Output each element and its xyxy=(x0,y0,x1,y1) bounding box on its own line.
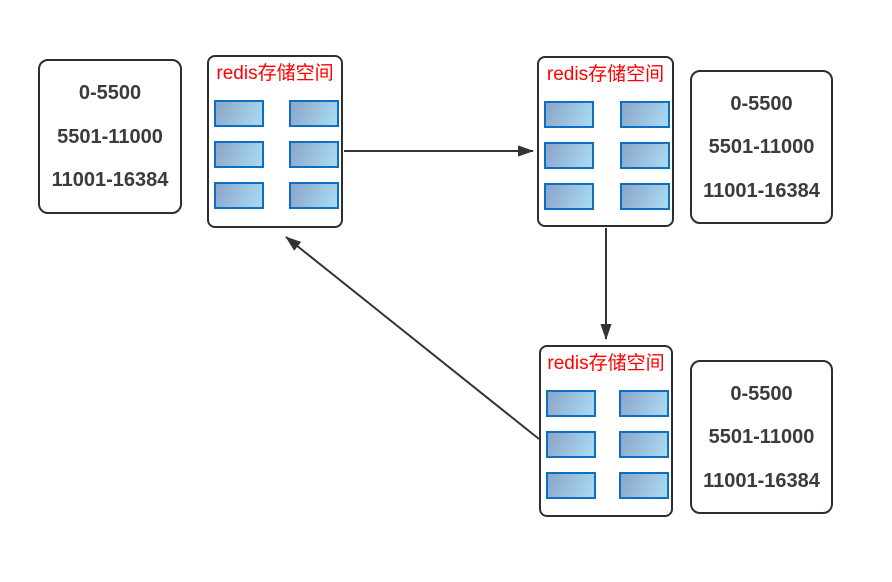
slot-rect xyxy=(546,390,596,417)
slot-range-box-1: 0-5500 5501-11000 11001-16384 xyxy=(38,59,182,214)
slot-range-line: 5501-11000 xyxy=(708,136,815,158)
slot-rect xyxy=(214,182,264,209)
slot-row xyxy=(539,101,672,128)
slot-rect xyxy=(289,182,339,209)
slot-rect xyxy=(619,431,669,458)
slot-row xyxy=(209,100,341,127)
slot-grid xyxy=(539,101,672,210)
redis-node-title: redis存储空间 xyxy=(216,63,334,84)
slot-row xyxy=(541,472,671,499)
slot-range-line: 11001-16384 xyxy=(703,179,820,202)
slot-grid xyxy=(541,390,671,499)
slot-row xyxy=(539,142,672,169)
slot-rect xyxy=(544,183,594,210)
slot-row xyxy=(541,390,671,417)
slot-range-line: 0-5500 xyxy=(78,81,142,104)
slot-range-line: 11001-16384 xyxy=(51,169,169,192)
slot-range-box-3: 0-5500 5501-11000 11001-16384 xyxy=(690,360,833,514)
slot-row xyxy=(209,182,341,209)
slot-rect xyxy=(620,101,670,128)
slot-rect xyxy=(544,101,594,128)
redis-node-title: redis存储空间 xyxy=(547,353,665,374)
slot-range-box-2: 0-5500 5501-11000 11001-16384 xyxy=(690,70,833,224)
slot-rect xyxy=(546,472,596,499)
slot-rect xyxy=(289,100,339,127)
slot-row xyxy=(541,431,671,458)
slot-rect xyxy=(214,141,264,168)
slot-range-line: 5501-11000 xyxy=(708,426,815,448)
slot-range-line: 5501-11000 xyxy=(57,125,163,148)
slot-rect xyxy=(289,141,339,168)
slot-range-line: 0-5500 xyxy=(730,92,793,115)
slot-range-line: 0-5500 xyxy=(730,382,793,405)
slot-rect xyxy=(620,183,670,210)
edge-node3-to-node1 xyxy=(285,236,540,440)
slot-row xyxy=(539,183,672,210)
slot-row xyxy=(209,141,341,168)
slot-range-line: 11001-16384 xyxy=(703,469,820,492)
redis-node-1: redis存储空间 xyxy=(207,55,343,228)
redis-node-title: redis存储空间 xyxy=(546,64,665,85)
slot-rect xyxy=(620,142,670,169)
redis-node-2: redis存储空间 xyxy=(537,56,674,227)
slot-rect xyxy=(214,100,264,127)
slot-rect xyxy=(619,472,669,499)
slot-rect xyxy=(619,390,669,417)
redis-node-3: redis存储空间 xyxy=(539,345,673,517)
slot-grid xyxy=(209,100,341,209)
slot-rect xyxy=(544,142,594,169)
slot-rect xyxy=(546,431,596,458)
